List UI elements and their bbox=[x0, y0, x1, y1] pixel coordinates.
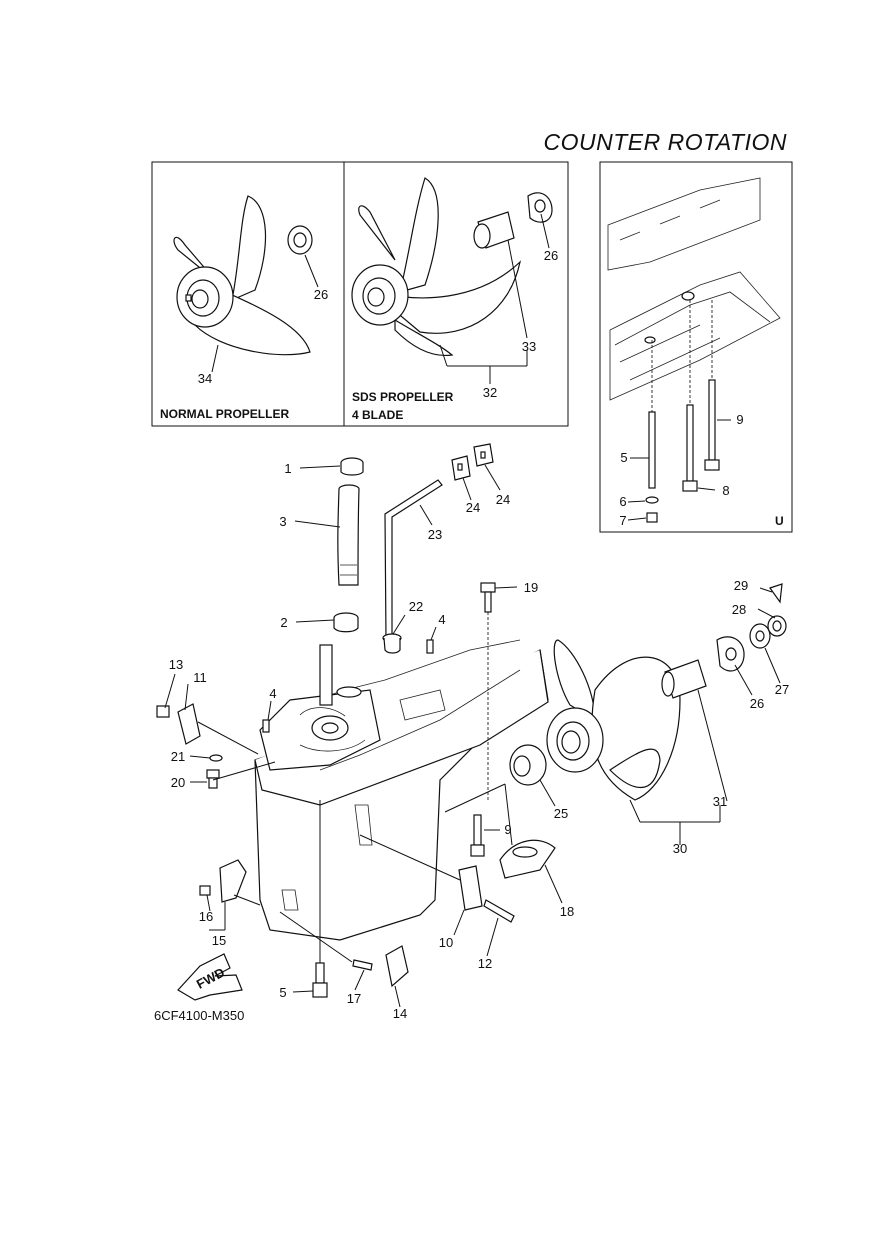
callout-25: 25 bbox=[554, 806, 568, 821]
washer-26-main bbox=[716, 636, 745, 672]
washer-26-mid bbox=[527, 192, 553, 223]
callout-9-inset: 9 bbox=[736, 412, 743, 427]
sds-hub-33 bbox=[473, 211, 515, 249]
callout-5-main: 5 bbox=[279, 985, 286, 1000]
callout-13: 13 bbox=[169, 657, 183, 672]
callout-19: 19 bbox=[524, 580, 538, 595]
callout-18: 18 bbox=[560, 904, 574, 919]
callout-9-main: 9 bbox=[504, 822, 511, 837]
leader-lines bbox=[164, 213, 781, 1008]
callout-26-mid: 26 bbox=[544, 248, 558, 263]
bolt-13 bbox=[156, 705, 170, 718]
cotter-pin-29 bbox=[769, 583, 783, 604]
seal-2 bbox=[333, 612, 359, 633]
callout-4-right: 4 bbox=[438, 612, 445, 627]
callout-20: 20 bbox=[171, 775, 185, 790]
inset-u-mark: U bbox=[775, 514, 784, 528]
callout-32: 32 bbox=[483, 385, 497, 400]
callout-11: 11 bbox=[193, 670, 207, 685]
callout-24-right: 24 bbox=[496, 492, 510, 507]
callout-6: 6 bbox=[619, 494, 626, 509]
thrust-washer-25 bbox=[509, 744, 547, 786]
callout-22: 22 bbox=[409, 599, 423, 614]
document-code: 6CF4100-M350 bbox=[154, 1008, 244, 1023]
cover-11 bbox=[177, 703, 201, 745]
normal-propeller-drawing bbox=[173, 195, 311, 356]
sds-propeller-drawing bbox=[351, 177, 521, 357]
callout-24-left: 24 bbox=[466, 500, 480, 515]
upper-casing-sketch bbox=[607, 177, 781, 401]
callout-16: 16 bbox=[199, 909, 213, 924]
propeller-inset-frame bbox=[151, 161, 569, 427]
callout-7: 7 bbox=[619, 513, 626, 528]
sds-propeller-caption: SDS PROPELLER bbox=[352, 390, 454, 404]
dowel-4-left bbox=[262, 719, 270, 733]
trim-tab-18 bbox=[499, 839, 556, 879]
callout-10: 10 bbox=[439, 935, 453, 950]
bolt-8-inset bbox=[682, 404, 698, 492]
callout-29: 29 bbox=[734, 578, 748, 593]
shift-rod-23 bbox=[384, 479, 443, 641]
bolt-17 bbox=[352, 959, 373, 971]
propeller-30 bbox=[546, 639, 681, 801]
anode-14 bbox=[385, 945, 409, 988]
lower-case-body bbox=[254, 639, 549, 941]
grommet-22 bbox=[382, 633, 402, 654]
callout-5-inset: 5 bbox=[620, 450, 627, 465]
dowel-4-right bbox=[426, 639, 434, 654]
water-pipe-grommet bbox=[336, 686, 362, 698]
callout-17: 17 bbox=[347, 991, 361, 1006]
washer-6 bbox=[645, 496, 659, 504]
callout-28: 28 bbox=[732, 602, 746, 617]
plug-20 bbox=[206, 769, 220, 789]
callout-15: 15 bbox=[212, 933, 226, 948]
callout-2: 2 bbox=[280, 615, 287, 630]
washer-26-left bbox=[287, 225, 313, 255]
nut-7 bbox=[646, 512, 658, 523]
callout-34: 34 bbox=[198, 371, 212, 386]
clip-24a bbox=[451, 455, 471, 481]
bolt-12 bbox=[483, 899, 515, 923]
callout-27: 27 bbox=[775, 682, 789, 697]
callout-labels: 1 3 2 22 4 4 23 24 24 19 13 11 21 20 16 … bbox=[169, 248, 789, 1021]
callout-14: 14 bbox=[393, 1006, 407, 1021]
driveshaft bbox=[319, 644, 333, 706]
grommet-1 bbox=[340, 457, 364, 476]
diagram-title: COUNTER ROTATION bbox=[543, 129, 787, 155]
bolt-19 bbox=[480, 582, 496, 613]
callout-26-left: 26 bbox=[314, 287, 328, 302]
bolt-9-main bbox=[470, 814, 485, 857]
callout-12: 12 bbox=[478, 956, 492, 971]
callout-3: 3 bbox=[279, 514, 286, 529]
normal-propeller-caption: NORMAL PROPELLER bbox=[160, 407, 289, 421]
spacer-31 bbox=[661, 659, 707, 699]
bolt-inset-frame bbox=[599, 161, 793, 533]
clip-24b bbox=[473, 443, 494, 467]
fwd-arrow: FWD bbox=[177, 953, 243, 1001]
bolt-9-inset bbox=[704, 379, 720, 471]
callout-4-left: 4 bbox=[269, 686, 276, 701]
callout-33: 33 bbox=[522, 339, 536, 354]
callout-23: 23 bbox=[428, 527, 442, 542]
callout-30: 30 bbox=[673, 841, 687, 856]
bolt-16 bbox=[199, 885, 211, 896]
stud-bolt-5-inset bbox=[648, 411, 656, 489]
castle-nut-28 bbox=[767, 615, 787, 637]
callout-8: 8 bbox=[722, 483, 729, 498]
callout-31: 31 bbox=[713, 794, 727, 809]
plate-15 bbox=[219, 859, 247, 903]
water-pipe-3 bbox=[337, 484, 360, 586]
o-ring-21 bbox=[209, 754, 223, 762]
washer-27 bbox=[749, 623, 771, 649]
callout-26-main: 26 bbox=[750, 696, 764, 711]
stud-bolt-5-main bbox=[312, 962, 328, 998]
callout-1: 1 bbox=[284, 461, 291, 476]
sds-blade-caption: 4 BLADE bbox=[352, 408, 403, 422]
anode-10 bbox=[458, 865, 483, 911]
callout-21: 21 bbox=[171, 749, 185, 764]
